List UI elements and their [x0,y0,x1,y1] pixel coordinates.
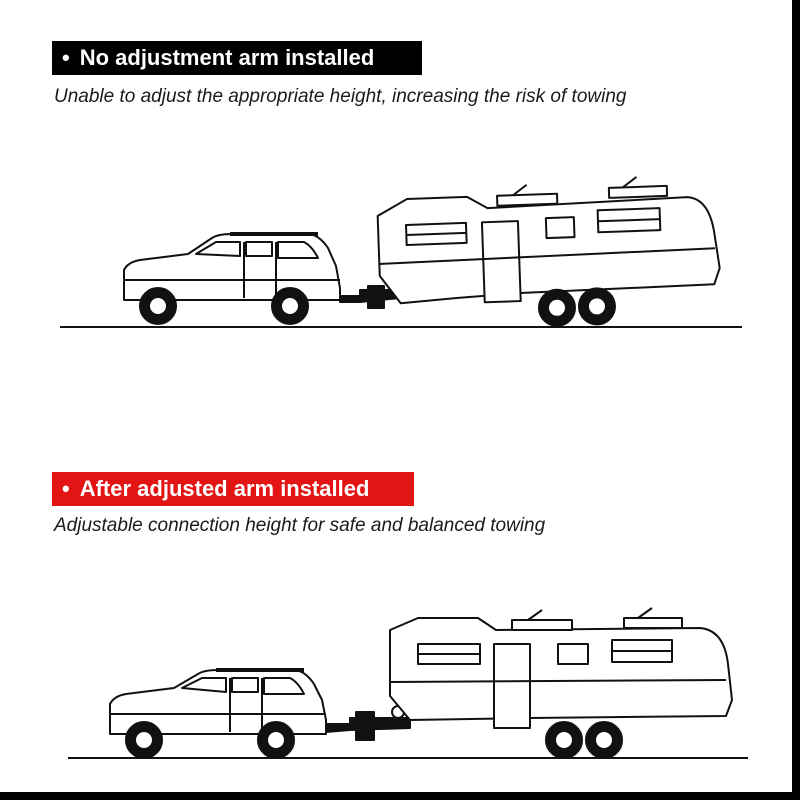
camper-trailer-icon [376,176,721,327]
section-description-with-arm: Adjustable connection height for safe an… [54,515,546,536]
towing-illustration-without-arm [60,176,742,328]
adjustable-arm-hitch-icon [325,705,411,741]
towing-illustration-with-arm [68,607,748,759]
suv-icon [123,232,341,325]
section-title-text: No adjustment arm installed [79,45,375,70]
camper-trailer-icon [389,607,733,759]
suv-icon [109,668,327,759]
section-title-with-arm: • After adjusted arm installed [52,472,414,506]
section-description-without-arm: Unable to adjust the appropriate height,… [54,86,627,107]
section-title-text: After adjusted arm installed [79,476,370,501]
section-title-without-arm: • No adjustment arm installed [52,41,422,75]
bullet-icon: • [62,476,70,501]
bullet-icon: • [62,45,70,70]
